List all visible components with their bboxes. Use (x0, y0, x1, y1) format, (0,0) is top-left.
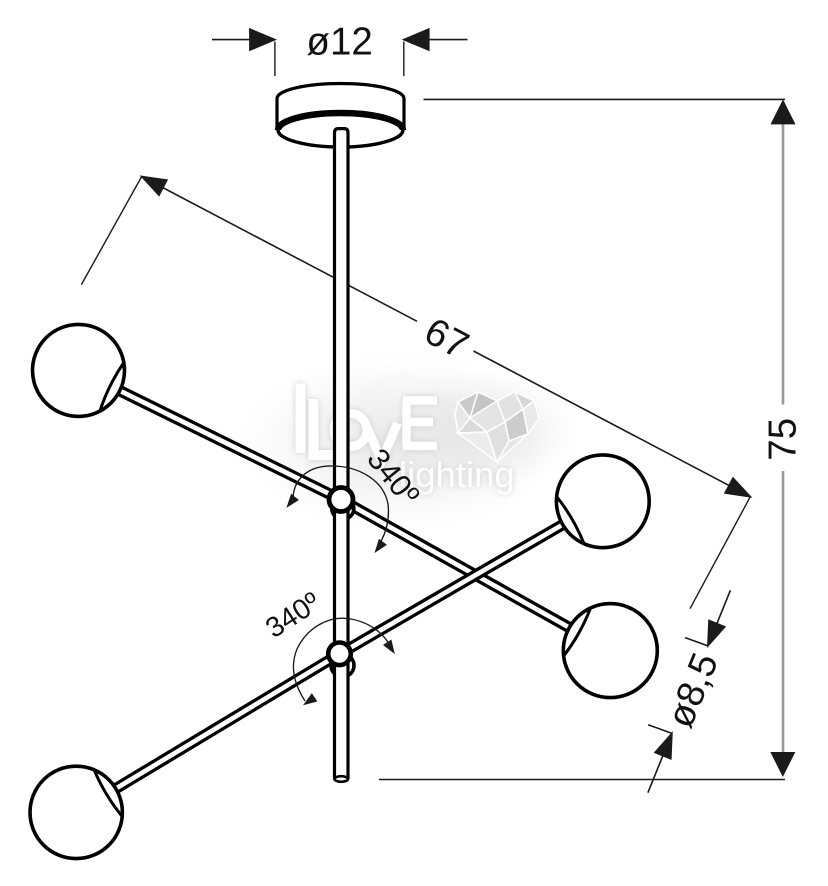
svg-text:ø8,5: ø8,5 (660, 647, 727, 733)
svg-text:lighting: lighting (399, 454, 515, 495)
svg-text:75: 75 (762, 418, 805, 461)
svg-text:ø12: ø12 (306, 21, 372, 64)
svg-text:340º: 340º (260, 586, 327, 645)
